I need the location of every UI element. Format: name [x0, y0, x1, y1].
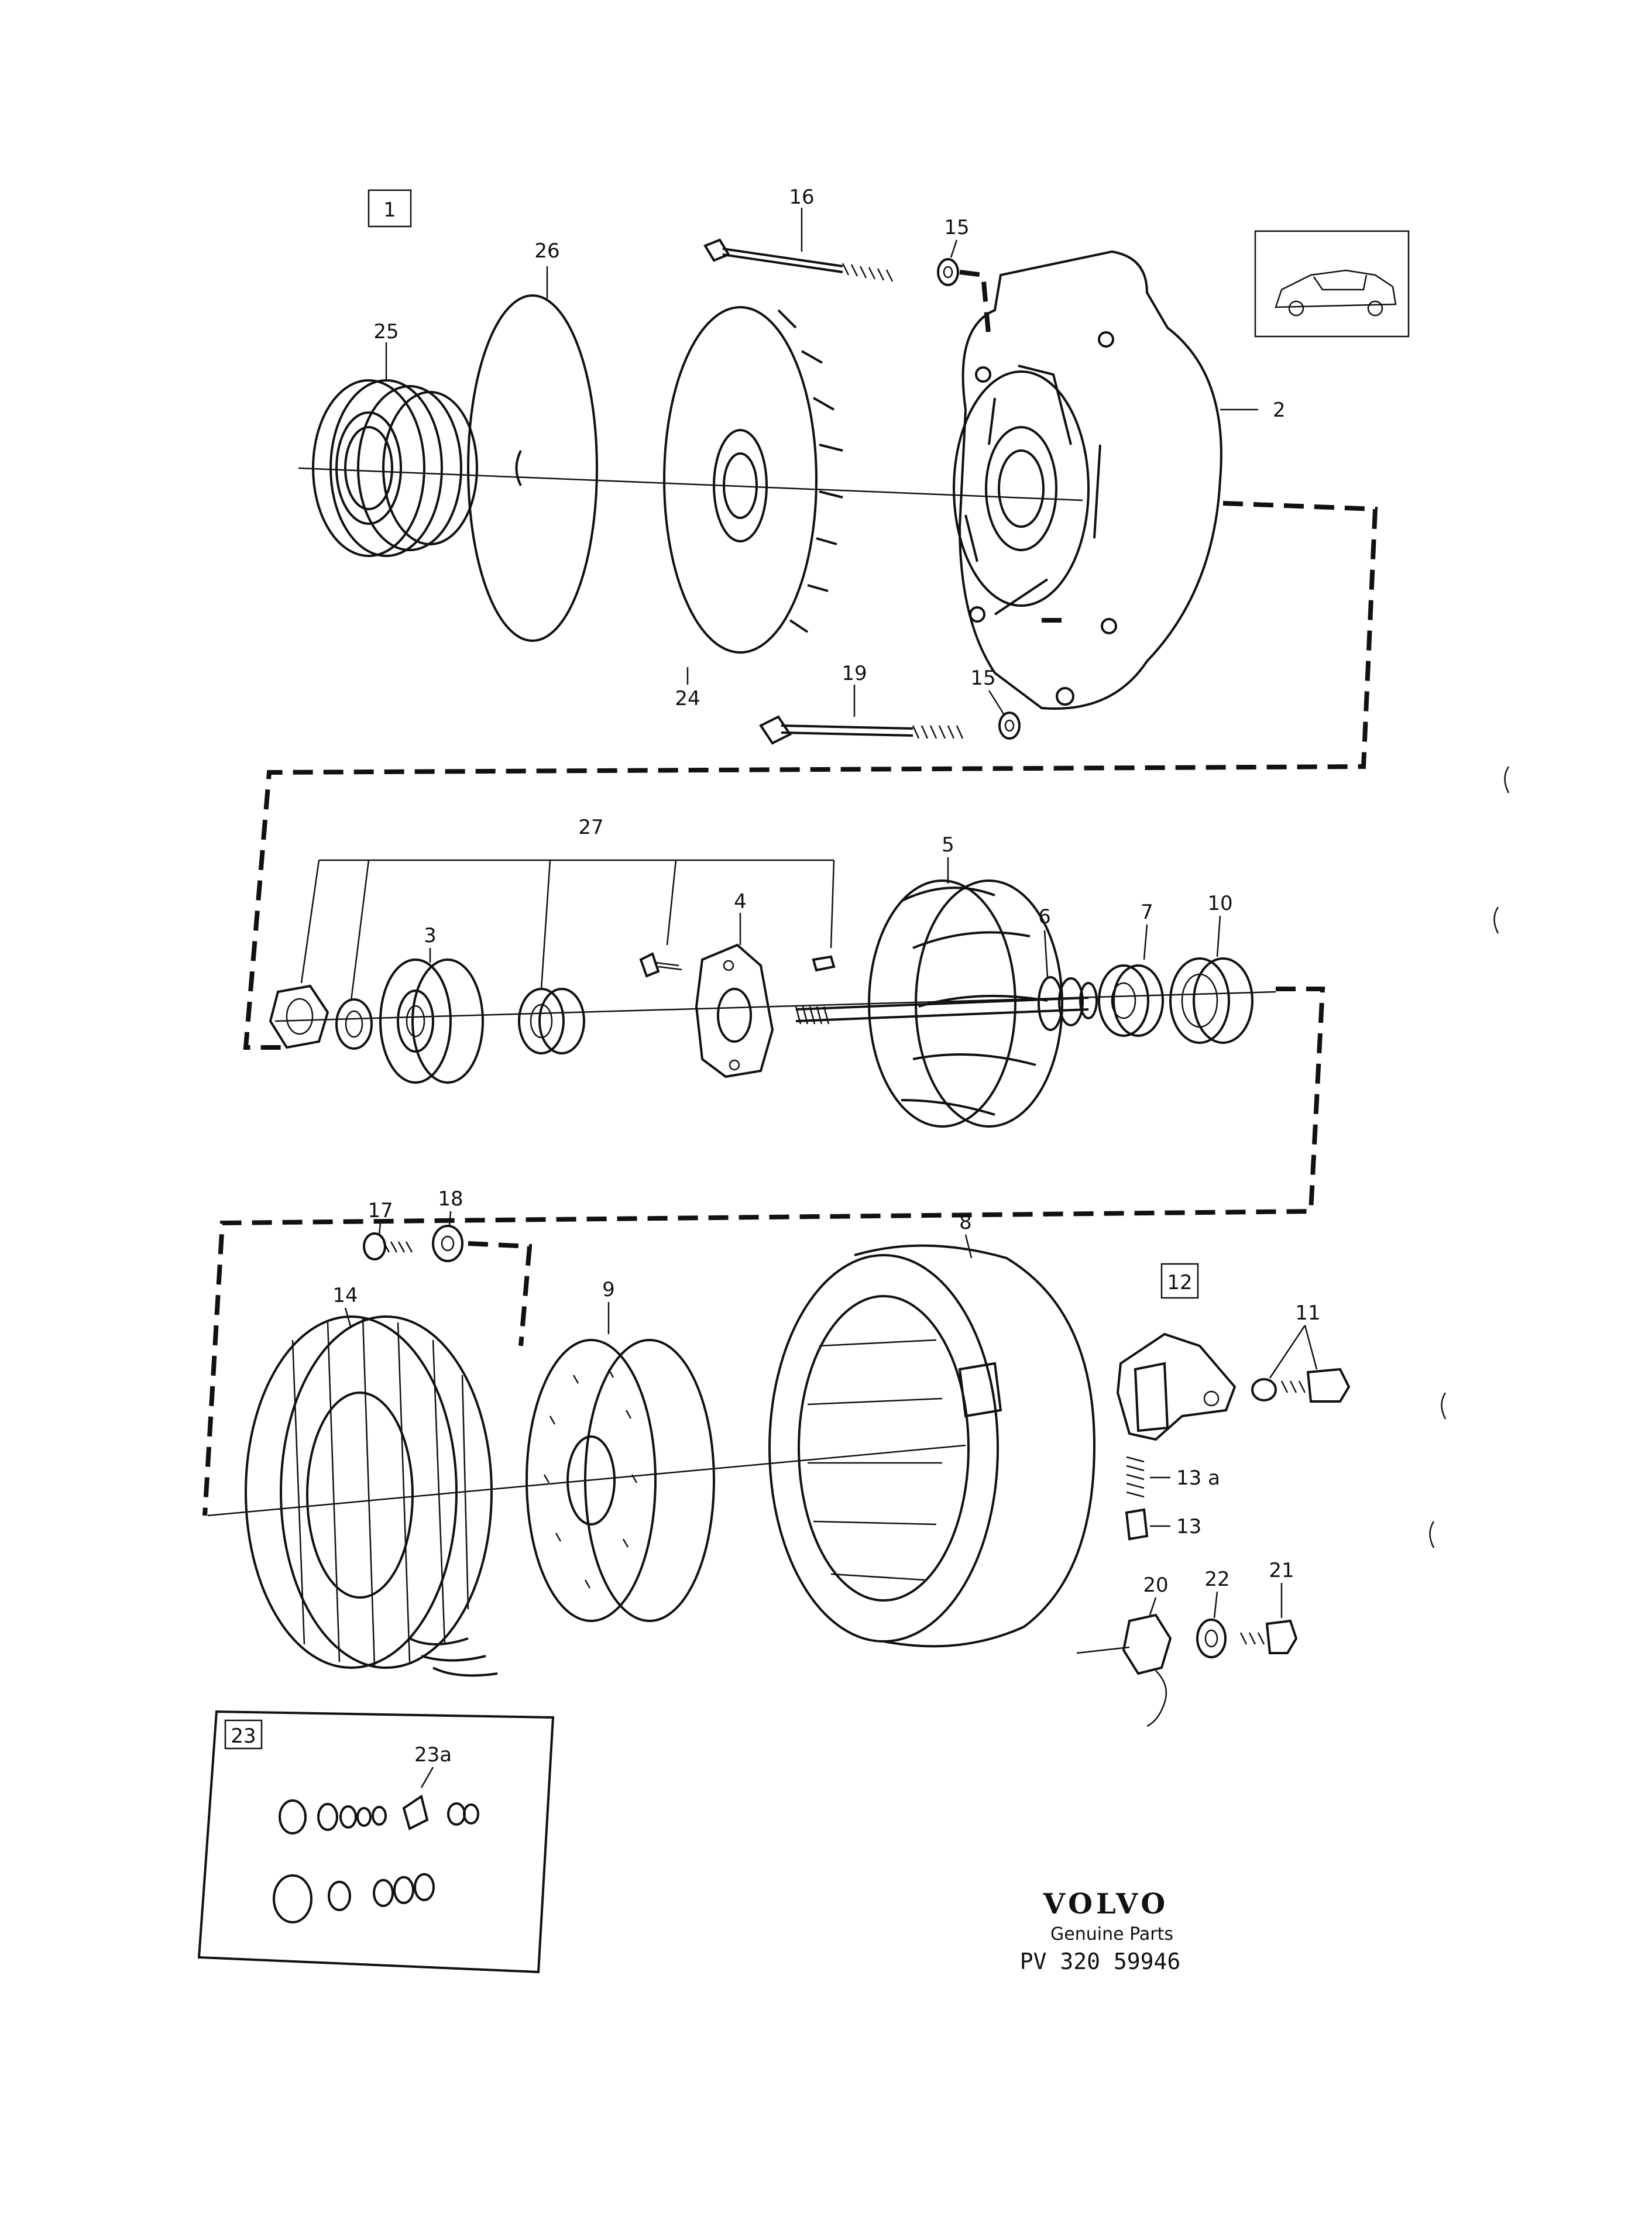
label-4: 4 — [734, 890, 747, 913]
label-9: 9 — [602, 1278, 615, 1301]
brand-block: VOLVO Genuine Parts PV 320 59946 — [1020, 1888, 1181, 1974]
genuine-parts-tagline: Genuine Parts — [1050, 1924, 1173, 1944]
label-26: 26 — [534, 239, 559, 263]
svg-text:12: 12 — [1167, 1271, 1192, 1294]
label-6: 6 — [1038, 905, 1051, 929]
label-11: 11 — [1295, 1301, 1320, 1325]
drive-end-shield-part-2 — [953, 250, 1258, 710]
label-3: 3 — [424, 924, 437, 947]
spacer-disc-part-26 — [467, 266, 598, 642]
brush-holder-regulator — [1116, 1332, 1237, 1441]
part-number-code: PV 320 59946 — [1020, 1949, 1181, 1974]
screw — [639, 952, 682, 978]
screw-and-washer-part-11 — [1251, 1325, 1351, 1403]
scan-margin-marks — [1429, 766, 1510, 1548]
label-13: 13 — [1176, 1515, 1201, 1538]
rectifier-part-9 — [526, 1302, 715, 1622]
label-2: 2 — [1273, 398, 1286, 422]
bearing-part-7 — [1098, 924, 1164, 1037]
label-21: 21 — [1269, 1559, 1294, 1582]
label-17: 17 — [368, 1199, 393, 1222]
bearing-part-3 — [379, 948, 484, 1084]
woodruff-key — [812, 955, 836, 972]
slip-ring-end-shield-part-8 — [768, 1234, 1096, 1648]
svg-text:1: 1 — [383, 198, 396, 222]
label-5: 5 — [942, 833, 954, 857]
slip-rings-part-6 — [1038, 930, 1098, 1031]
dashed-connector-screw-17 — [468, 1241, 533, 1346]
figure-number-box: 1 — [368, 189, 412, 228]
label-22: 22 — [1204, 1568, 1229, 1591]
label-23: 23 — [231, 1724, 256, 1748]
label-16: 16 — [789, 185, 814, 209]
bearing-ring-part-10 — [1169, 915, 1253, 1044]
screw-part-21 — [1239, 1583, 1298, 1654]
label-15-bottom: 15 — [970, 666, 995, 690]
label-23a: 23a — [414, 1743, 452, 1767]
pulley-part-25 — [312, 342, 478, 557]
spacer-bushing — [518, 988, 585, 1054]
bolt-part-16 — [703, 208, 894, 282]
rotor-part-5 — [795, 857, 1089, 1128]
label-24: 24 — [675, 687, 700, 710]
volvo-logo-text: VOLVO — [1043, 1888, 1169, 1920]
assembly-axis-middle — [274, 991, 1276, 1022]
label-18: 18 — [438, 1187, 463, 1211]
screw-part-17 — [363, 1222, 413, 1260]
dashed-connector-bolt-16 — [959, 270, 991, 340]
assembly-axis-top — [298, 467, 1083, 501]
label-8: 8 — [959, 1211, 972, 1234]
dashed-connector-row-1-2 — [243, 501, 1378, 1050]
label-10: 10 — [1207, 892, 1232, 915]
repair-kit-box-part-23: 23 23a — [197, 1710, 555, 1974]
washer-part-22 — [1196, 1591, 1227, 1658]
label-15-top: 15 — [944, 216, 969, 239]
retainer-plate-part-4 — [695, 913, 774, 1078]
label-7: 7 — [1141, 901, 1153, 924]
suppressor-part-20 — [1076, 1597, 1172, 1727]
lock-washer — [335, 998, 373, 1050]
washer-part-15-bottom — [988, 690, 1021, 740]
spring-part-13a — [1126, 1456, 1170, 1498]
fan-part-24 — [663, 306, 843, 685]
car-silhouette-icon — [1254, 230, 1410, 338]
part-27-group-bracket — [300, 859, 835, 1001]
label-19: 19 — [842, 662, 867, 685]
dashed-connector-row-2-3 — [202, 987, 1325, 1516]
washer-part-18 — [432, 1211, 463, 1262]
washer-part-15-top — [937, 239, 959, 286]
label-27: 27 — [578, 816, 603, 839]
label-13a: 13 a — [1176, 1466, 1220, 1490]
brush-part-13 — [1125, 1508, 1170, 1541]
label-25: 25 — [373, 320, 399, 343]
regulator-box-part-12: 12 — [1160, 1263, 1199, 1299]
nut — [269, 984, 329, 1049]
label-14: 14 — [332, 1284, 358, 1307]
label-20: 20 — [1143, 1573, 1168, 1597]
bolt-part-19 — [759, 685, 964, 745]
assembly-axis-bottom — [207, 1444, 966, 1517]
